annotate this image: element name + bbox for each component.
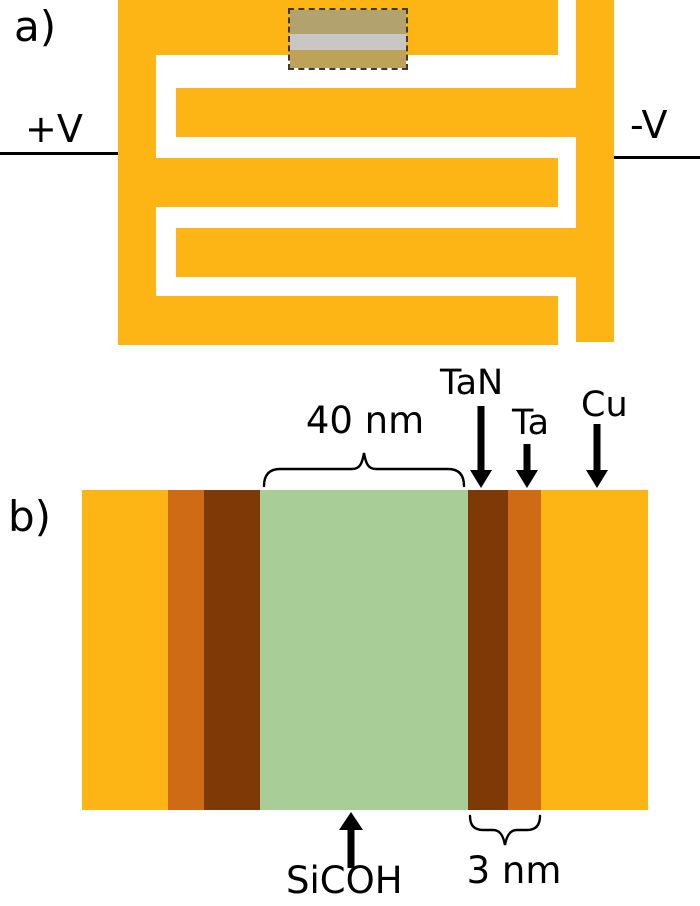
thickness-annotation-label: 3 nm	[466, 849, 562, 892]
layer-ta-right	[508, 490, 541, 810]
ta-layer-label: Ta	[512, 403, 550, 443]
sample-band-tan-bottom	[290, 50, 406, 68]
layer-ta-left	[168, 490, 204, 810]
tan-layer-label: TaN	[440, 363, 504, 403]
electrode-finger-left-3	[118, 296, 558, 345]
ta-arrow-icon	[516, 444, 538, 488]
width-brace	[262, 452, 466, 488]
cu-arrow-icon	[586, 424, 608, 488]
layer-tan-right	[468, 490, 508, 810]
layer-tan-left	[204, 490, 260, 810]
right-electrode-bar	[576, 0, 614, 342]
panel-b-label: b)	[8, 492, 52, 541]
layer-cu-left	[82, 490, 168, 810]
sample-band-gray	[290, 34, 406, 50]
electrode-finger-left-2	[118, 158, 558, 207]
width-annotation-label: 40 nm	[305, 399, 425, 442]
negative-terminal-wire	[614, 156, 700, 159]
sicoh-arrow-icon	[339, 812, 363, 868]
electrode-finger-right-2	[176, 228, 614, 277]
cu-layer-label: Cu	[581, 385, 628, 425]
positive-terminal-wire	[0, 152, 118, 155]
sicoh-layer-label: SiCOH	[286, 859, 403, 902]
electrode-finger-right-1	[176, 88, 614, 137]
layer-cu-right	[541, 490, 648, 810]
thickness-brace	[468, 814, 542, 846]
tan-arrow-icon	[470, 406, 492, 488]
sample-band-tan-top	[290, 10, 406, 34]
panel-a-label: a)	[14, 2, 57, 51]
layer-sicoh	[260, 490, 468, 810]
positive-terminal-label: +V	[25, 107, 83, 151]
sample-region-box	[288, 8, 408, 70]
cross-section-stack	[82, 490, 648, 810]
negative-terminal-label: -V	[630, 103, 668, 147]
